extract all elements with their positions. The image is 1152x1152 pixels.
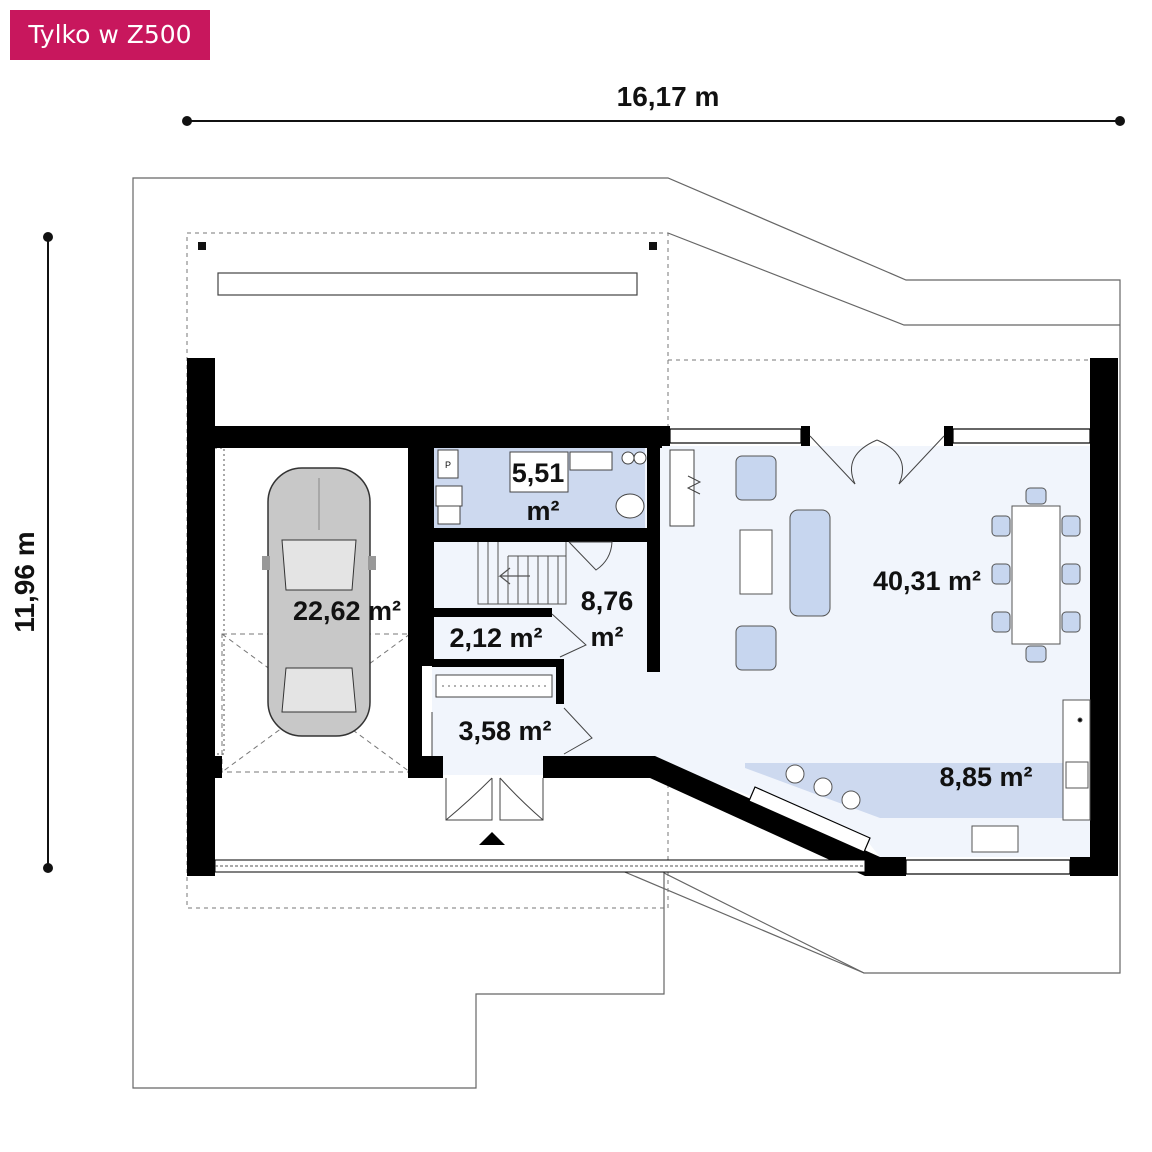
- boiler-p-label: P: [445, 460, 451, 470]
- bathroom-fixtures: [435, 449, 647, 525]
- depth-dimension: [43, 232, 53, 873]
- bathroom-area: 5,51: [512, 458, 565, 488]
- skylight: [217, 272, 638, 296]
- living-furniture: [735, 455, 831, 671]
- staircase: [477, 542, 567, 605]
- entrance-arrow-icon: [479, 832, 505, 845]
- glass-front: [214, 859, 866, 873]
- width-dimension: [182, 116, 1125, 126]
- kitchen-area: 8,85 m²: [939, 762, 1032, 792]
- floor-kitchen: [745, 763, 1063, 818]
- radiator: [669, 449, 695, 527]
- terrace-edge: [667, 232, 1120, 326]
- hall-area: 8,76: [581, 586, 634, 616]
- depth-label: 11,96 m: [9, 531, 40, 632]
- bar-stools: [785, 764, 861, 810]
- roof-overhang: [186, 232, 1090, 909]
- entrance-door: [445, 777, 544, 821]
- wardrobe-area: 3,58 m²: [458, 716, 551, 746]
- plot-outline: [132, 177, 1121, 1089]
- dining-table: [991, 487, 1081, 663]
- pillar-marker: [198, 242, 206, 250]
- garage-area: 22,62 m²: [293, 596, 401, 626]
- fireplace-symbol: [686, 475, 702, 495]
- living-room-area: 40,31 m²: [873, 566, 981, 596]
- boiler-room-area: 2,12 m²: [449, 623, 542, 653]
- pillar-marker: [649, 242, 657, 250]
- hall-area-unit: m²: [591, 622, 624, 652]
- terrace-edge-lower: [619, 869, 865, 974]
- terrace-door: [809, 435, 945, 485]
- width-label: 16,17 m: [617, 81, 720, 112]
- wardrobe-rail: [435, 674, 553, 698]
- windows: [669, 428, 1091, 875]
- interior-doors: [431, 541, 613, 756]
- exclusive-badge: Tylko w Z500: [10, 10, 210, 60]
- walls: [187, 358, 1118, 876]
- bathroom-area-unit: m²: [527, 496, 560, 526]
- kitchen-counter: [971, 699, 1091, 853]
- car-icon: [262, 467, 376, 737]
